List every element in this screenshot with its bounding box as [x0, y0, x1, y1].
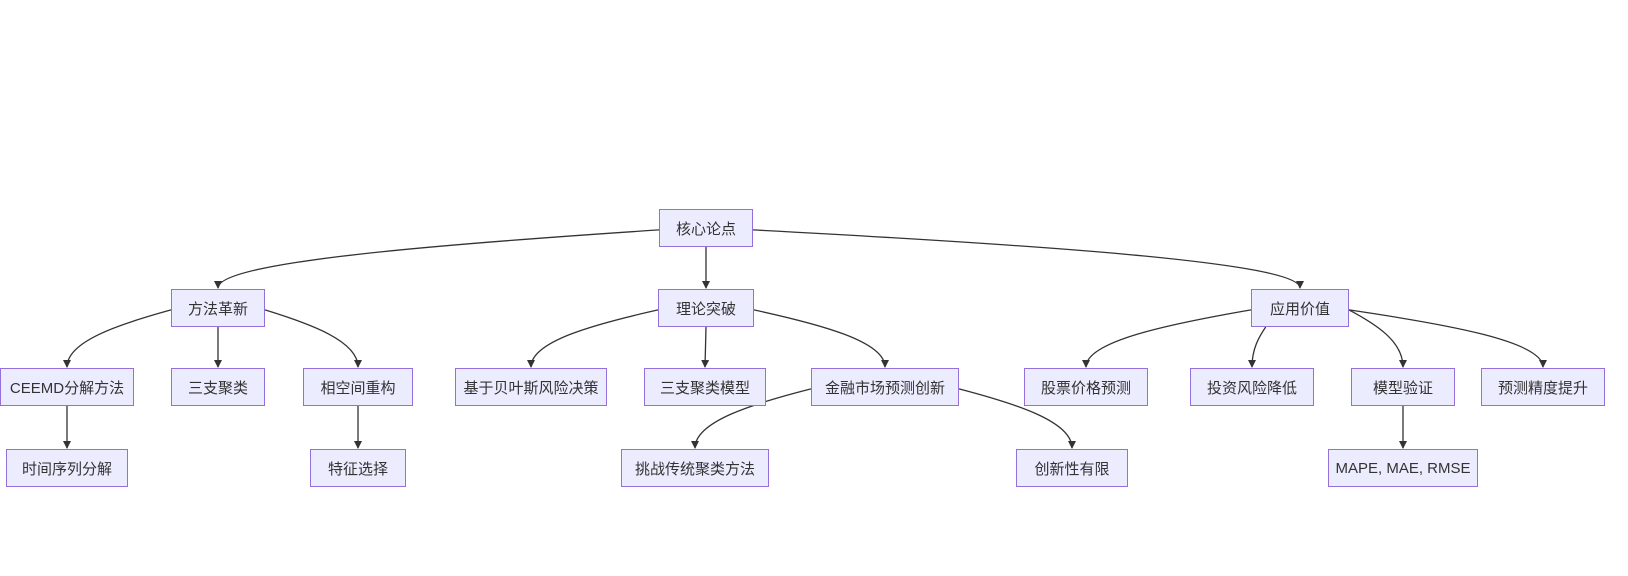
- node-financial-market-prediction-innovation: 金融市场预测创新: [811, 368, 959, 406]
- node-three-way-clustering-model: 三支聚类模型: [644, 368, 766, 406]
- edge-application-value-to-model-validation: [1348, 309, 1407, 368]
- node-bayesian-risk-decision: 基于贝叶斯风险决策: [455, 368, 607, 406]
- node-mape-mae-rmse: MAPE, MAE, RMSE: [1328, 449, 1478, 487]
- node-phase-space-reconstruction: 相空间重构: [303, 368, 413, 406]
- node-application-value: 应用价值: [1251, 289, 1349, 327]
- node-limited-innovation: 创新性有限: [1016, 449, 1128, 487]
- node-theory-breakthrough: 理论突破: [658, 289, 754, 327]
- node-model-validation: 模型验证: [1351, 368, 1455, 406]
- node-three-way-clustering: 三支聚类: [171, 368, 265, 406]
- node-method-innovation: 方法革新: [171, 289, 265, 327]
- edge-financial-market-prediction-innovation-to-limited-innovation: [958, 388, 1076, 449]
- edge-application-value-to-prediction-accuracy-improvement: [1348, 309, 1547, 368]
- edge-core-thesis-to-application-value: [752, 229, 1304, 289]
- edge-application-value-to-stock-price-prediction: [1082, 309, 1252, 368]
- node-time-series-decomposition: 时间序列分解: [6, 449, 128, 487]
- edge-theory-breakthrough-to-bayesian-risk-decision: [527, 309, 659, 368]
- edge-core-thesis-to-method-innovation: [214, 229, 660, 289]
- edge-financial-market-prediction-innovation-to-challenge-traditional-clustering: [691, 388, 812, 449]
- edge-method-innovation-to-ceemd-decomposition: [63, 309, 172, 368]
- node-investment-risk-reduction: 投资风险降低: [1190, 368, 1314, 406]
- node-stock-price-prediction: 股票价格预测: [1024, 368, 1148, 406]
- node-feature-selection: 特征选择: [310, 449, 406, 487]
- edge-theory-breakthrough-to-three-way-clustering-model: [701, 326, 710, 368]
- node-ceemd-decomposition: CEEMD分解方法: [0, 368, 134, 406]
- node-core-thesis: 核心论点: [659, 209, 753, 247]
- edge-theory-breakthrough-to-financial-market-prediction-innovation: [753, 309, 889, 368]
- node-prediction-accuracy-improvement: 预测精度提升: [1481, 368, 1605, 406]
- node-challenge-traditional-clustering: 挑战传统聚类方法: [621, 449, 769, 487]
- edge-method-innovation-to-phase-space-reconstruction: [264, 309, 362, 368]
- edge-application-value-to-investment-risk-reduction: [1248, 326, 1267, 368]
